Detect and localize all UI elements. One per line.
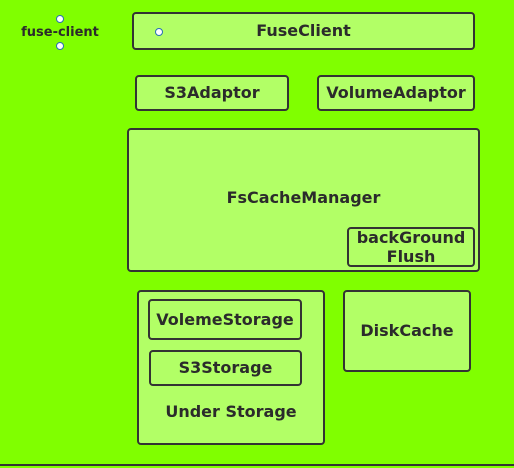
connection-handle[interactable]	[155, 28, 163, 36]
volume-adaptor-node[interactable]: VolumeAdaptor	[317, 75, 475, 111]
under-storage-label: Under Storage	[165, 401, 297, 421]
selection-handle-bottom[interactable]	[56, 42, 64, 50]
voleme-storage-node[interactable]: VolemeStorage	[148, 299, 302, 340]
background-flush-node[interactable]: backGround Flush	[347, 227, 475, 267]
disk-cache-node[interactable]: DiskCache	[343, 290, 471, 372]
s3-storage-node[interactable]: S3Storage	[149, 350, 302, 386]
fs-cache-manager-label: FsCacheManager	[226, 188, 381, 208]
fuse-client-node[interactable]: FuseClient	[132, 12, 475, 50]
selection-handle-top[interactable]	[56, 15, 64, 23]
diagram-title[interactable]: fuse-client	[21, 25, 99, 40]
s3-adaptor-node[interactable]: S3Adaptor	[135, 75, 289, 111]
bottom-divider	[0, 464, 514, 466]
fs-cache-manager-node[interactable]: FsCacheManager	[127, 128, 480, 272]
